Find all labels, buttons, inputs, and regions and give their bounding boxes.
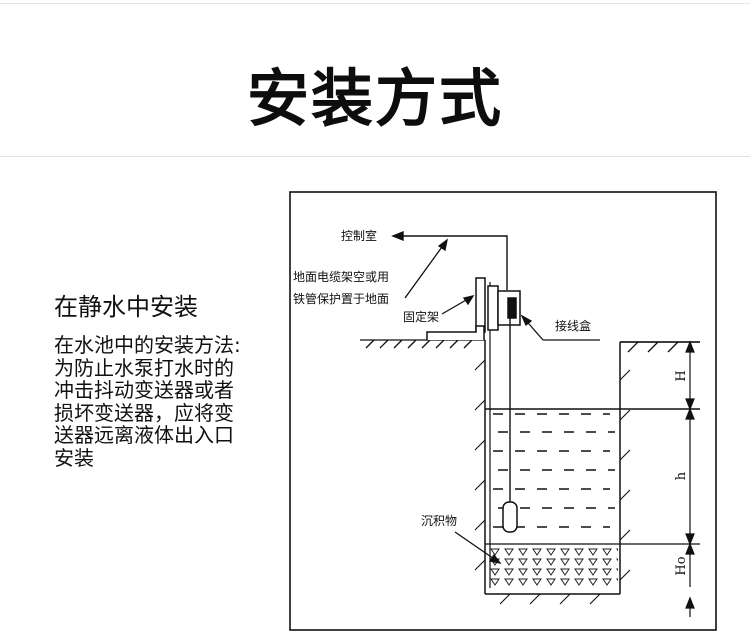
description-line: 为防止水泵打水时的 xyxy=(54,355,234,380)
junction-box-callout xyxy=(520,314,600,341)
dimension-lines xyxy=(685,340,695,617)
tank-walls xyxy=(484,340,700,595)
dimension-H-label: H xyxy=(674,370,689,381)
control-room-label: 控制室 xyxy=(341,228,377,243)
junction-box-label: 接线盒 xyxy=(555,318,591,333)
section-divider xyxy=(0,156,750,157)
cable-protection-label-1: 地面电缆架空或用 xyxy=(293,270,389,284)
transmitter-probe xyxy=(502,501,518,533)
sediment-label: 沉积物 xyxy=(421,514,457,528)
section-heading: 在静水中安装 xyxy=(54,293,198,321)
diagram-frame xyxy=(289,191,717,631)
sediment-callout xyxy=(454,531,502,564)
sediment-layer xyxy=(488,548,618,588)
tank-wall-hatching xyxy=(474,359,631,605)
dimension-Ho-label: Ho xyxy=(674,556,689,575)
cable-protection-label-2: 铁管保护置于地面 xyxy=(293,291,389,306)
bracket-label: 固定架 xyxy=(403,309,439,324)
control-cable xyxy=(391,230,508,290)
dimension-h-label: h xyxy=(674,471,689,480)
water-waves xyxy=(493,413,615,528)
cable-callout xyxy=(404,238,448,299)
description-line: 送器远离液体出入口 xyxy=(54,423,234,447)
bracket-callout xyxy=(441,295,475,315)
installation-description: 在水池中的安装方法: 为防止水泵打水时的 冲击抖动变送器或者 损坏变送器，应将变… xyxy=(54,334,286,469)
description-line: 在水池中的安装方法: xyxy=(54,333,241,357)
description-line: 冲击抖动变送器或者 xyxy=(54,378,234,402)
description-line: 安装 xyxy=(54,445,94,470)
junction-box xyxy=(487,285,521,331)
top-divider xyxy=(0,3,750,4)
page-title: 安装方式 xyxy=(246,62,503,135)
description-line: 损坏变送器，应将变 xyxy=(54,400,234,425)
mounting-bracket xyxy=(426,277,486,340)
